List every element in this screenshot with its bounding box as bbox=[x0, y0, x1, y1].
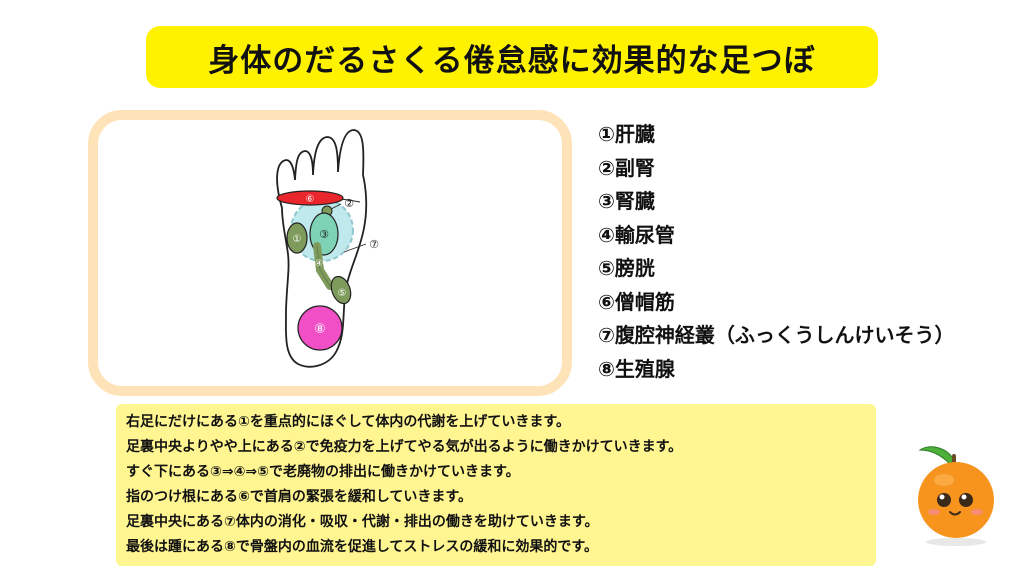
legend-item-solar-plexus: ⑦腹腔神経叢（ふっくうしんけいそう） bbox=[598, 323, 955, 347]
description-line: すぐ下にある③⇒④⇒⑤で老廃物の排出に働きかけていきます。 bbox=[126, 464, 520, 480]
legend-item-liver: ①肝臓 bbox=[598, 122, 655, 146]
legend-item-gonad: ⑧生殖腺 bbox=[598, 356, 675, 381]
zone-3-label: ③ bbox=[319, 228, 329, 241]
zone-7-leader bbox=[343, 243, 367, 253]
zone-8-marker bbox=[297, 305, 343, 351]
page-title: 身体のだるさくる倦怠感に効果的な足つぼ bbox=[208, 42, 816, 79]
title-banner: 身体のだるさくる倦怠感に効果的な足つぼ bbox=[146, 26, 878, 88]
zone-8-label: ⑧ bbox=[314, 322, 326, 337]
description-line: 右足にだけにある①を重点的にほぐして体内の代謝を上げていきます。 bbox=[126, 414, 571, 430]
zone-5-label: ⑤ bbox=[338, 288, 347, 299]
zone-2-label: ② bbox=[344, 197, 354, 210]
description-box: 右足にだけにある①を重点的にほぐして体内の代謝を上げていきます。 足裏中央よりや… bbox=[116, 404, 876, 566]
zone-2-leader bbox=[330, 203, 342, 210]
zone-4-marker bbox=[313, 242, 334, 290]
legend-list: ①肝臓 ②副腎 ③腎臓 ④輸尿管 ⑤膀胱 ⑥僧帽筋 ⑦腹腔神経叢（ふっくうしんけ… bbox=[598, 118, 955, 386]
zone-1-label: ① bbox=[293, 234, 302, 245]
zone-6-label: ⑥ bbox=[306, 194, 315, 205]
description-line: 足裏中央にある⑦体内の消化・吸収・代謝・排出の働きを助けていきます。 bbox=[126, 514, 599, 530]
legend-item-ureter: ④輸尿管 bbox=[598, 222, 675, 247]
legend-item-kidney: ③腎臓 bbox=[598, 189, 655, 213]
orange-mascot-icon bbox=[910, 438, 1000, 552]
description-line: 最後は踵にある⑧で骨盤内の血流を促進してストレスの緩和に効果的です。 bbox=[126, 539, 599, 555]
foot-diagram: ⑥ ② ③ ① ⑦ ④ ⑤ ⑧ bbox=[276, 129, 379, 368]
zone-6-marker bbox=[276, 190, 344, 206]
zone-1-marker bbox=[286, 222, 308, 254]
legend-item-trapezius: ⑥僧帽筋 bbox=[598, 289, 675, 314]
zone-5-marker bbox=[330, 275, 352, 305]
zone-7-label: ⑦ bbox=[369, 238, 379, 251]
description-line: 指のつけ根にある⑥で首肩の緊張を緩和していきます。 bbox=[126, 489, 473, 505]
legend-item-adrenal: ②副腎 bbox=[598, 155, 655, 180]
zone-4-label: ④ bbox=[315, 259, 323, 269]
legend-item-bladder: ⑤膀胱 bbox=[598, 256, 655, 280]
foot-diagram-frame: ⑥ ② ③ ① ⑦ ④ ⑤ ⑧ bbox=[88, 110, 572, 396]
description-line: 足裏中央よりやや上にある②で免疫力を上げてやる気が出るように働きかけていきます。 bbox=[126, 439, 683, 455]
